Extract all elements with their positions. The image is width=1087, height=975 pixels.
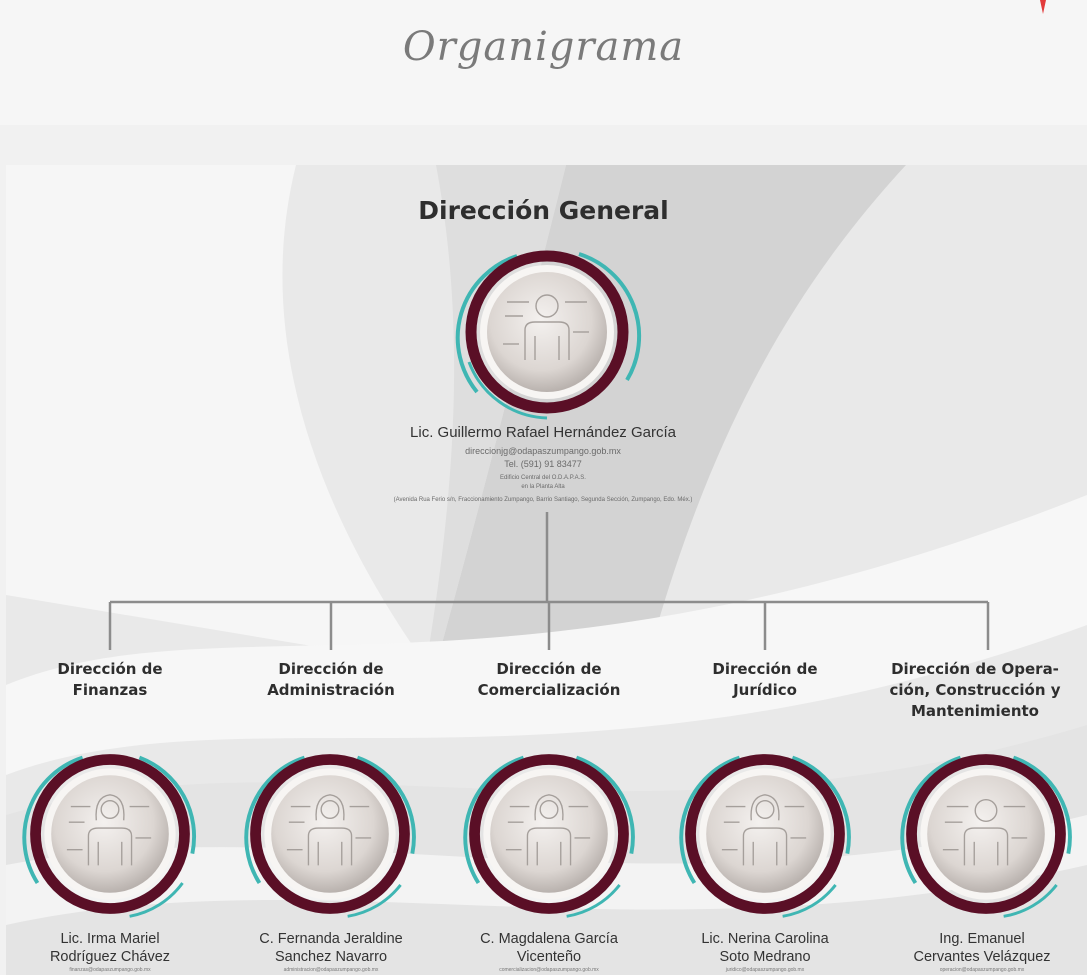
director-name: Lic. Guillermo Rafael Hernández García — [410, 424, 676, 441]
comercializacion-avatar — [451, 736, 647, 932]
director-address: (Avenida Rua Ferio s/n, Fraccionamiento … — [393, 497, 693, 503]
finanzas-name: Lic. Irma Mariel Rodríguez Chávez — [49, 931, 171, 965]
finanzas-avatar — [12, 736, 208, 932]
corner-accent-mark — [1040, 0, 1046, 14]
page-header — [0, 0, 1087, 125]
operacion-name: Ing. Emanuel Cervantes Velázquez — [913, 931, 1051, 965]
operacion-email[interactable]: operacion@odapaszumpango.gob.mx — [939, 967, 1025, 973]
administracion-avatar — [232, 736, 428, 932]
juridico-avatar — [667, 736, 863, 932]
dept-title-operacion: Dirección de Opera- ción, Construcción y… — [889, 660, 1061, 720]
director-building: Edificio Central del O.D.A.P.A.S. en la … — [500, 475, 586, 490]
director-phone: Tel. (591) 91 83477 — [504, 459, 582, 469]
director-email[interactable]: direccionjg@odapaszumpango.gob.mx — [465, 446, 621, 456]
comercializacion-name: C. Magdalena García Vicenteño — [480, 931, 618, 965]
finanzas-email[interactable]: finanzas@odapaszumpango.gob.mx — [69, 967, 151, 973]
male-user-icon — [503, 294, 589, 360]
administracion-name: C. Fernanda Jeraldine Sanchez Navarro — [259, 931, 403, 965]
director-avatar — [447, 232, 647, 432]
operacion-avatar — [888, 736, 1084, 932]
director-title: Dirección General — [418, 196, 669, 225]
juridico-name: Lic. Nerina Carolina Soto Medrano — [701, 931, 829, 965]
dept-title-juridico: Dirección de Jurídico — [712, 660, 818, 699]
female-user-icon — [66, 794, 152, 866]
dept-title-administracion: Dirección de Administración — [267, 660, 395, 699]
female-user-icon — [505, 794, 591, 866]
comercializacion-email[interactable]: comercializacion@odapaszumpango.gob.mx — [499, 967, 599, 973]
dept-title-comercializacion: Dirección de Comercialización — [477, 660, 621, 699]
female-user-icon — [286, 794, 372, 866]
administracion-email[interactable]: administracion@odapaszumpango.gob.mx — [283, 967, 379, 973]
page-title: Organigrama — [402, 24, 685, 70]
dept-title-finanzas: Dirección de Finanzas — [57, 660, 163, 699]
juridico-email[interactable]: juridico@odapaszumpango.gob.mx — [725, 967, 805, 973]
female-user-icon — [721, 794, 807, 866]
male-user-icon — [942, 799, 1028, 866]
